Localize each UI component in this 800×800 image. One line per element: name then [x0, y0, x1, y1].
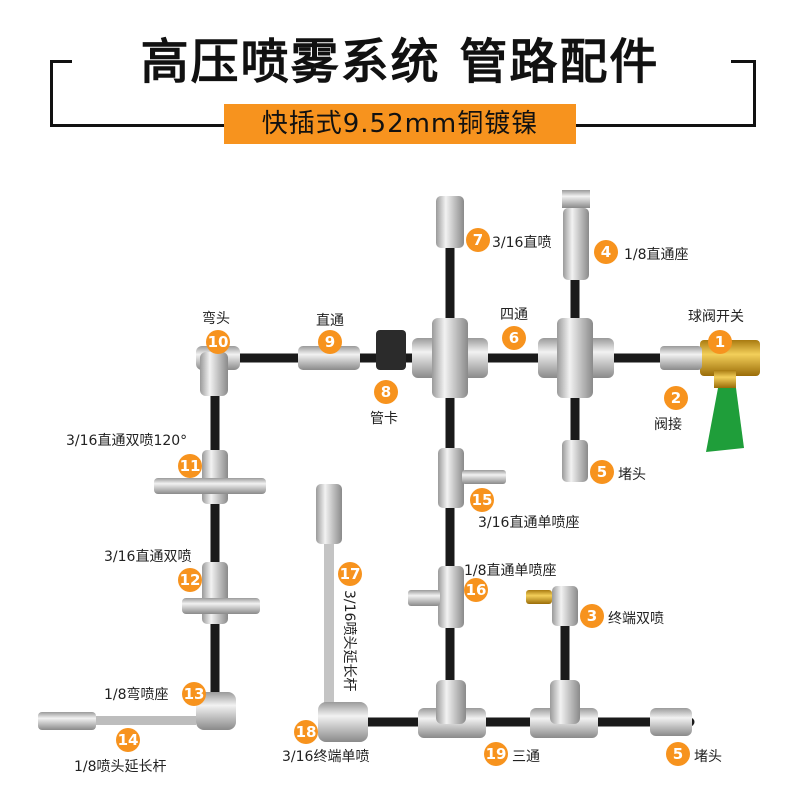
label-plug: 堵头: [618, 467, 646, 483]
label-tee: 三通: [512, 749, 540, 765]
label-plug-bottom: 堵头: [694, 749, 722, 765]
label-elbow: 弯头: [202, 311, 230, 327]
badge-plug-bottom: 5: [666, 742, 690, 766]
badge-ball-valve: 1: [708, 330, 732, 354]
frame-corner-left: [50, 60, 72, 63]
badge-elbow: 10: [206, 330, 230, 354]
tee-fitting: [418, 680, 598, 738]
clamp-fitting: [376, 330, 406, 370]
cross-fitting: [412, 318, 614, 398]
badge-elbow-seat: 13: [182, 682, 206, 706]
badge-end-double-nozzle: 3: [580, 604, 604, 628]
label-single-nozzle-seat: 3/16直通单喷座: [478, 515, 580, 531]
label-valve-joint: 阀接: [654, 417, 682, 433]
subtitle-banner: 快插式9.52mm铜镀镍: [224, 104, 576, 144]
label-double-nozzle: 3/16直通双喷: [104, 549, 192, 565]
label-nozzle-extension: 3/16喷头延长杆: [341, 590, 357, 692]
label-double-nozzle-120: 3/16直通双喷120°: [66, 433, 188, 449]
label-straight-nozzle: 3/16直喷: [492, 235, 552, 251]
label-clamp: 管卡: [370, 411, 398, 427]
badge-extension-rod: 14: [116, 728, 140, 752]
badge-straight-nozzle: 7: [466, 228, 490, 252]
badge-end-single-nozzle: 18: [294, 720, 318, 744]
double-nozzle-fitting: [182, 562, 260, 624]
badge-double-nozzle: 12: [178, 568, 202, 592]
label-end-double-nozzle: 终端双喷: [608, 611, 664, 627]
badge-cross: 6: [502, 326, 526, 350]
label-straight: 直通: [316, 313, 344, 329]
badge-single-nozzle-seat: 15: [470, 488, 494, 512]
straight-seat-fitting: [562, 190, 590, 280]
valve-joint-fitting: [660, 346, 702, 370]
double-nozzle-120-fitting: [154, 450, 266, 504]
label-elbow-seat: 1/8弯喷座: [104, 687, 169, 703]
single-nozzle-seat-fitting: [438, 448, 506, 508]
badge-nozzle-extension: 17: [338, 562, 362, 586]
badge-straight: 9: [318, 330, 342, 354]
straight-nozzle-fitting: [436, 196, 464, 248]
ball-valve-fitting: [700, 340, 760, 452]
straight-fitting: [298, 346, 360, 370]
plug-fitting: [562, 440, 588, 482]
badge-valve-joint: 2: [664, 386, 688, 410]
label-single-seat-18: 1/8直通单喷座: [464, 563, 557, 579]
badge-straight-seat: 4: [594, 240, 618, 264]
plug-fitting-bottom: [650, 708, 692, 736]
nozzle-extension-rod-fitting: [316, 484, 342, 704]
label-cross: 四通: [500, 307, 528, 323]
label-straight-seat: 1/8直通座: [624, 247, 689, 263]
page-title: 高压喷雾系统 管路配件: [140, 34, 660, 90]
frame-corner-right: [731, 60, 753, 63]
end-double-nozzle-fitting: [526, 586, 578, 626]
badge-plug: 5: [590, 460, 614, 484]
badge-tee: 19: [484, 742, 508, 766]
elbow-fitting: [196, 346, 240, 396]
label-ball-valve: 球阀开关: [688, 309, 744, 325]
label-extension-rod: 1/8喷头延长杆: [74, 759, 167, 775]
end-single-nozzle-fitting: [318, 702, 368, 742]
badge-single-seat-18: 16: [464, 578, 488, 602]
badge-clamp: 8: [374, 380, 398, 404]
single-seat-18-fitting: [408, 566, 464, 628]
extension-rod-fitting: [38, 712, 196, 730]
label-end-single-nozzle: 3/16终端单喷: [282, 749, 370, 765]
elbow-seat-fitting: [196, 692, 236, 730]
badge-double-nozzle-120: 11: [178, 454, 202, 478]
